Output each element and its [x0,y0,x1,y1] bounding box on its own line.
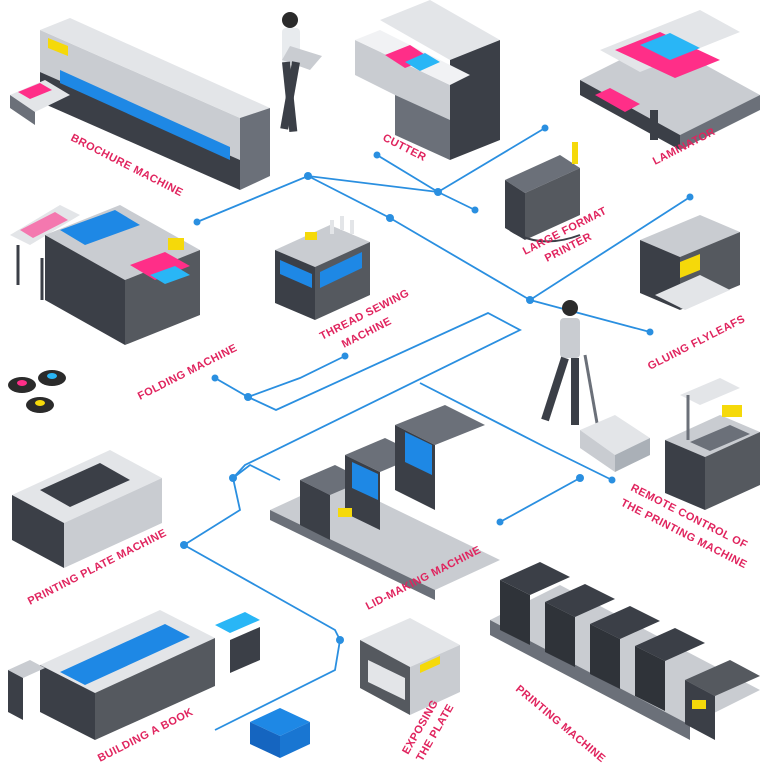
label-gluing-flyleafs: GLUING FLYLEAFS [646,313,747,373]
remote-control-console-icon [665,378,760,510]
worker-woman-carrying-box-icon [280,12,322,133]
laminator-icon [580,10,760,150]
label-printing-machine: PRINTING MACHINE [513,683,608,765]
folding-machine-icon [10,205,200,345]
brochure-machine-icon [10,18,270,190]
printing-plate-machine-icon [12,450,162,568]
connector-nodes [180,124,694,644]
lid-making-machine-icon [270,405,500,600]
worker-man-pallet-jack-icon [541,300,650,472]
paper-stack-pallet-icon [250,708,310,758]
label-folding-machine: FOLDING MACHINE [136,342,239,403]
thread-sewing-machine-icon [275,216,370,320]
building-a-book-icon [8,610,260,740]
large-format-printer-icon [505,142,581,243]
exposing-the-plate-icon [360,618,460,715]
printing-machine-icon [490,562,760,740]
gluing-flyleafs-icon [640,215,740,310]
ink-rolls-icon [8,370,66,413]
cutter-icon [355,0,500,160]
